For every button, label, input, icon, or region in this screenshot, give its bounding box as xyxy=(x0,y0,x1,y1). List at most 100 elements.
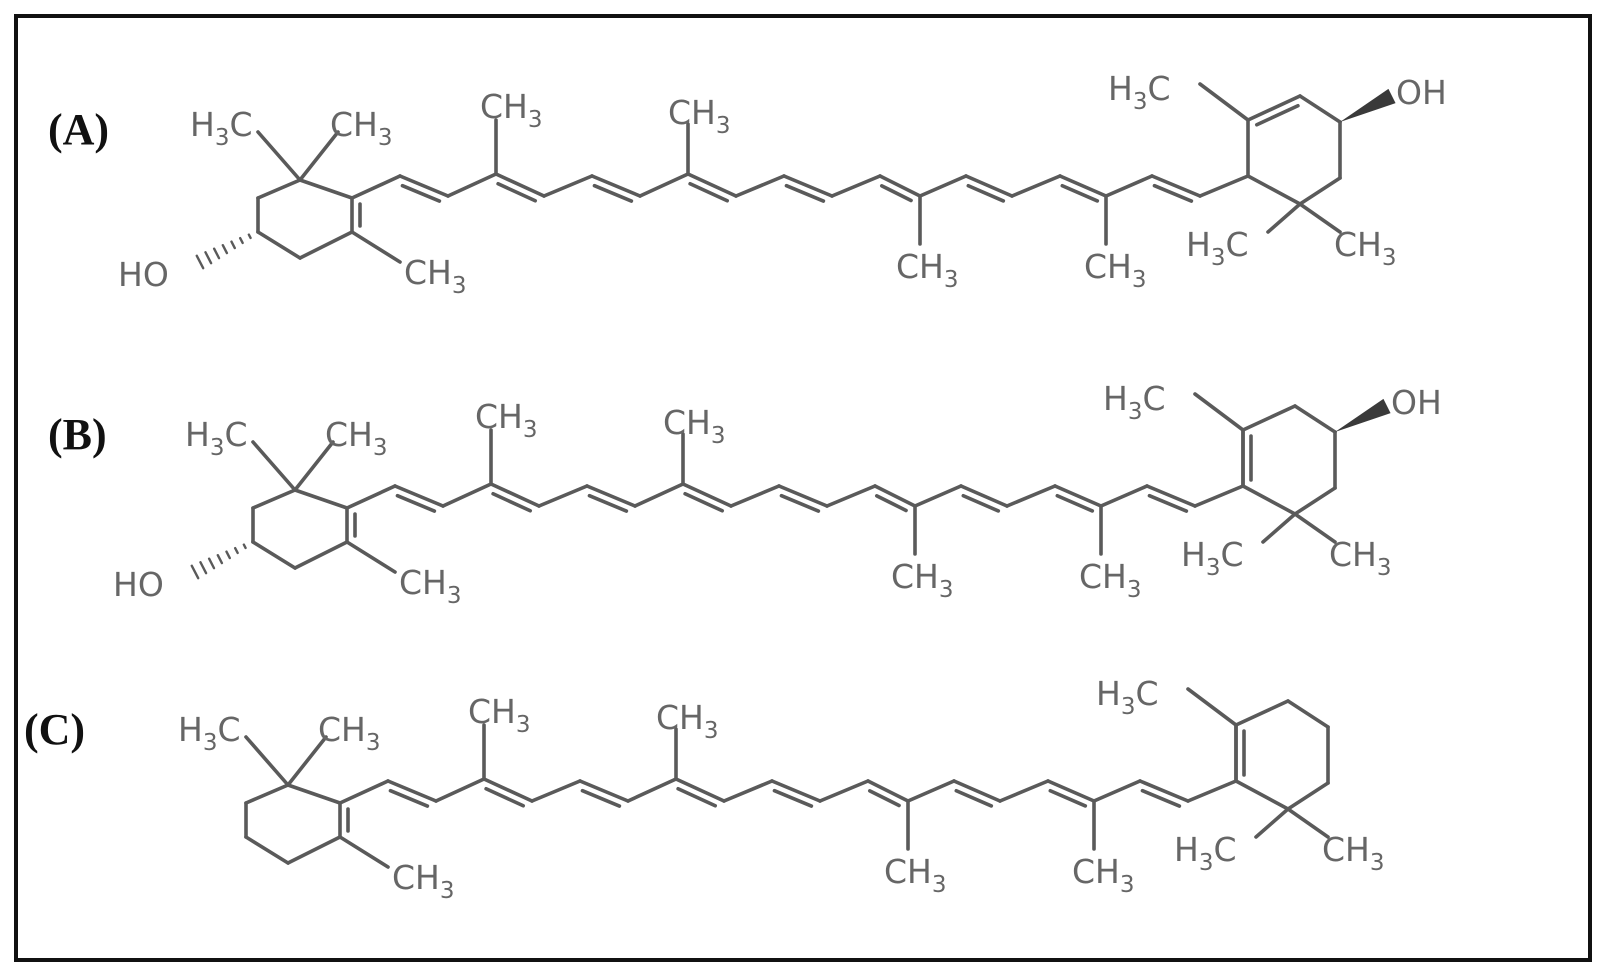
methyl-label: CH3 xyxy=(480,87,543,133)
chain-double-bond xyxy=(959,484,1009,508)
ring-double-bond xyxy=(1255,103,1300,127)
methyl-label: CH3 xyxy=(392,858,455,904)
hydroxyl-label: HO xyxy=(118,255,169,294)
chain-double-bond xyxy=(1053,484,1103,508)
chain-bond xyxy=(1186,779,1238,803)
chain-double-bond xyxy=(494,172,546,198)
hashed-wedge-bond xyxy=(233,546,239,555)
chain-double-bond xyxy=(585,484,637,508)
hashed-wedge-bond xyxy=(207,557,216,570)
ring-bond xyxy=(293,540,349,570)
methyl-label: CH3 xyxy=(884,852,947,898)
chain-double-bond xyxy=(779,493,821,513)
chain-double-bond xyxy=(400,183,442,203)
ring-bond xyxy=(1298,94,1342,124)
methyl-bond xyxy=(286,735,328,787)
methyl-label: CH3 xyxy=(1329,535,1392,581)
panel-label-c: (C) xyxy=(24,705,86,754)
chain-double-bond xyxy=(866,779,910,803)
chain-double-bond xyxy=(1145,484,1197,508)
chain-double-bond xyxy=(578,779,630,803)
chain-double-bond xyxy=(772,788,814,808)
ring-bond xyxy=(244,835,290,865)
methyl-label: CH3 xyxy=(325,415,388,461)
chain-double-bond xyxy=(1046,779,1096,803)
chain-bond xyxy=(722,779,774,803)
chain-double-bond xyxy=(489,482,541,508)
chain-double-bond xyxy=(952,779,1002,803)
panel-label-b: (B) xyxy=(48,410,107,459)
chain-double-bond xyxy=(496,181,538,203)
chain-double-bond xyxy=(580,788,622,808)
methyl-label: H3C xyxy=(190,105,253,151)
chain-double-bond xyxy=(592,183,634,203)
methyl-label: CH3 xyxy=(1084,247,1147,293)
methyl-label: H3C xyxy=(1096,674,1159,720)
chain-double-bond xyxy=(961,493,1001,513)
chain-double-bond xyxy=(676,786,718,808)
chain-bond xyxy=(537,484,589,508)
chain-double-bond xyxy=(484,786,526,808)
chain-double-bond xyxy=(1150,174,1202,198)
hashed-wedge-bond xyxy=(204,251,213,265)
methyl-bond xyxy=(1293,512,1337,544)
methyl-bond xyxy=(251,440,297,492)
chain-double-bond xyxy=(587,493,629,513)
methyl-bond xyxy=(1298,202,1342,234)
hashed-wedge-bond xyxy=(251,539,255,545)
methyl-label: CH3 xyxy=(399,563,462,609)
methyl-bond xyxy=(1186,687,1238,727)
chain-double-bond xyxy=(1060,183,1100,203)
chain-double-bond xyxy=(683,491,725,513)
chain-bond xyxy=(1010,174,1062,198)
chain-double-bond xyxy=(1152,183,1194,203)
chain-double-bond xyxy=(1138,779,1190,803)
methyl-label: CH3 xyxy=(404,253,467,299)
hydroxyl-label: OH xyxy=(1391,383,1442,422)
chain-double-bond xyxy=(873,484,917,508)
methyl-bond xyxy=(1261,512,1297,544)
ring-bond xyxy=(286,835,342,865)
chain-double-bond xyxy=(674,777,726,803)
chain-double-bond xyxy=(395,493,437,513)
chain-bond xyxy=(734,174,786,198)
ring-bond xyxy=(256,178,302,200)
chain-double-bond xyxy=(491,491,533,513)
chain-bond xyxy=(918,174,968,198)
chain-double-bond xyxy=(1147,493,1189,513)
chain-bond xyxy=(626,777,678,803)
chain-double-bond xyxy=(681,482,733,508)
ring-bond xyxy=(1234,779,1290,811)
methyl-label: CH3 xyxy=(1079,557,1142,603)
methyl-bond xyxy=(1254,807,1290,839)
chain-double-bond xyxy=(954,788,994,808)
chain-bond xyxy=(638,172,690,198)
methyl-label: CH3 xyxy=(318,710,381,756)
chain-double-bond xyxy=(770,779,822,803)
chain-bond xyxy=(1104,174,1154,198)
chain-double-bond xyxy=(688,181,730,203)
chain-bond xyxy=(818,779,870,803)
hydroxyl-label: OH xyxy=(1396,73,1447,112)
chain-bond xyxy=(825,484,877,508)
chain-double-bond xyxy=(482,777,534,803)
chain-bond xyxy=(1005,484,1057,508)
methyl-label: CH3 xyxy=(656,698,719,744)
methyl-label: CH3 xyxy=(663,403,726,449)
methyl-label: CH3 xyxy=(468,692,531,738)
ring-bond xyxy=(1293,486,1337,516)
ring-double-bond xyxy=(1246,94,1302,122)
methyl-label: H3C xyxy=(1186,225,1249,271)
chain-bond xyxy=(542,174,594,198)
chain-double-bond xyxy=(686,172,738,198)
ring-bond xyxy=(256,230,302,260)
ring-bond xyxy=(298,178,354,200)
chain-bond xyxy=(633,482,685,508)
chain-bond xyxy=(830,174,882,198)
methyl-label: CH3 xyxy=(475,397,538,443)
methyl-label: CH3 xyxy=(1322,830,1385,876)
chain-double-bond xyxy=(879,184,913,203)
ring-bond xyxy=(244,783,290,805)
